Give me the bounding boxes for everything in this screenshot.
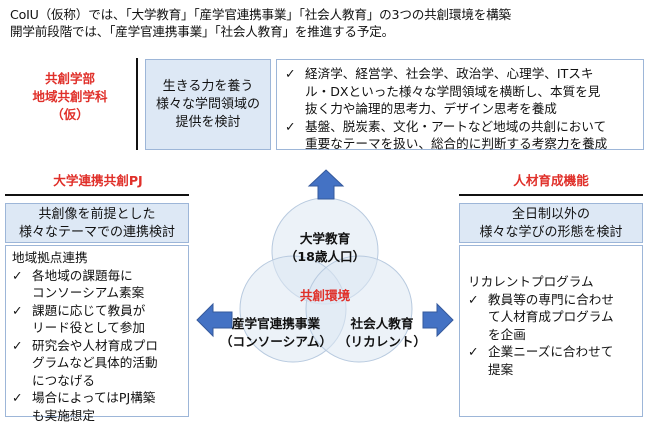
label-line: （コンソーシアム）: [219, 334, 333, 349]
item-line: ル・DXといった様々な学問領域を横断し、本質を見: [305, 83, 601, 99]
divider-horizontal: [459, 194, 643, 196]
item-line: も実施想定: [32, 407, 95, 423]
item-line: て人材育成プログラム: [488, 309, 614, 324]
univ-pj-body-box: 地域拠点連携 ✓ 各地域の課題毎にコンソーシアム素案 ✓ 課題に応じて教員がリー…: [5, 245, 189, 423]
hr-header-box: 全日制以外の 様々な学びの形態を検討: [459, 203, 643, 243]
univ-pj-header-box: 共創像を前提とした 様々なテーマでの連携検討: [5, 203, 189, 243]
faculty-label: 共創学部 地域共創学科 （仮）: [10, 70, 130, 124]
item-line: につなげる: [32, 372, 95, 388]
venn-label-center: 共創環境: [299, 288, 351, 303]
list-item: ✓ 課題に応じて教員がリード役として参加: [12, 302, 182, 337]
item-line: 抜く力や論理的思考力、デザイン思考を養成: [305, 101, 557, 116]
learning-line: 提供を検討: [175, 115, 241, 130]
learning-line: 様々な学問領域の: [155, 97, 260, 112]
item-line: 教員等の専門に合わせ: [488, 291, 614, 307]
item-line: コンソーシアム素案: [32, 285, 145, 300]
check-icon: ✓: [468, 344, 479, 359]
label-line: 大学教育: [299, 231, 351, 246]
check-icon: ✓: [285, 118, 296, 134]
list-item: ✓ 場合によってはPJ構築も実施想定: [12, 389, 182, 424]
item-line: 基盤、脱炭素、文化・アートなど地域の共創において: [305, 118, 607, 134]
list-item: ✓ 教員等の専門に合わせて人材育成プログラムを企画: [468, 291, 636, 344]
item-line: 企業ニーズに合わせて: [488, 344, 614, 359]
list-item: ✓ 基盤、脱炭素、文化・アートなど地域の共創において 重要なテーマを扱い、総合的…: [285, 118, 635, 153]
check-icon: ✓: [12, 302, 23, 318]
intro-line-1: CoIU（仮称）では、「大学教育」「産学官連携事業」「社会人教育」の3つの共創環…: [10, 7, 511, 22]
item-line: グラムなど具体的活動: [32, 355, 158, 370]
hr-title: 人材育成機能: [513, 173, 589, 188]
faculty-name: 共創学部: [44, 71, 95, 86]
item-line: を企画: [488, 326, 526, 342]
list-item: ✓ 企業ニーズに合わせて提案: [468, 343, 636, 378]
venn-label-industry: 産学官連携事業 （コンソーシアム）: [212, 315, 340, 351]
subheading: 地域拠点連携: [12, 250, 88, 265]
univ-pj-title: 大学連携共創PJ: [53, 173, 143, 188]
header-line: 共創像を前提とした: [38, 207, 156, 222]
check-icon: ✓: [468, 291, 479, 307]
label-line: 産学官連携事業: [231, 316, 321, 331]
check-icon: ✓: [12, 267, 23, 283]
list-item: ✓ 研究会や人材育成プログラムなど具体的活動につなげる: [12, 337, 182, 390]
item-line: 経済学、経営学、社会学、政治学、心理学、ITスキ: [305, 66, 594, 81]
check-icon: ✓: [12, 337, 23, 353]
check-icon: ✓: [285, 66, 296, 81]
intro-text: CoIU（仮称）では、「大学教育」「産学官連携事業」「社会人教育」の3つの共創環…: [10, 6, 511, 40]
header-line: 様々なテーマでの連携検討: [18, 225, 175, 240]
list-item: ✓ 各地域の課題毎にコンソーシアム素案: [12, 267, 182, 302]
department-name: 地域共創学科: [32, 89, 108, 104]
provisional-note: （仮）: [51, 107, 89, 122]
venn-label-adult: 社会人教育 （リカレント）: [332, 315, 432, 351]
learning-box: 生きる力を養う 様々な学問領域の 提供を検討: [145, 59, 271, 150]
item-line: 課題に応じて教員が: [32, 302, 146, 318]
intro-line-2: 開学前段階では、「産学官連携事業」「社会人教育」を推進する予定。: [10, 24, 395, 39]
hr-body-box: リカレントプログラム ✓ 教員等の専門に合わせて人材育成プログラムを企画 ✓ 企…: [459, 245, 643, 417]
header-line: 全日制以外の: [511, 207, 590, 222]
divider-horizontal: [5, 194, 189, 196]
fields-box: ✓ 経済学、経営学、社会学、政治学、心理学、ITスキ ル・DXといった様々な学問…: [276, 59, 644, 153]
item-line: 重要なテーマを扱い、総合的に判断する考察力を養成: [305, 136, 608, 151]
item-line: 研究会や人材育成プロ: [32, 337, 158, 353]
item-line: 提案: [488, 361, 514, 377]
subheading: リカレントプログラム: [468, 274, 594, 289]
item-line: 各地域の課題毎に: [32, 267, 133, 283]
check-icon: ✓: [12, 390, 23, 405]
label-line: 社会人教育: [350, 316, 414, 331]
header-line: 様々な学びの形態を検討: [479, 225, 623, 240]
arrow-up-icon: [307, 169, 345, 200]
venn-label-university: 大学教育 （18歳人口）: [265, 230, 385, 266]
item-line: リード役として参加: [32, 320, 145, 335]
item-line: 場合によってはPJ構築: [32, 390, 156, 405]
learning-line: 生きる力を養う: [162, 79, 254, 94]
list-item: ✓ 経済学、経営学、社会学、政治学、心理学、ITスキ ル・DXといった様々な学問…: [285, 65, 635, 118]
label-line: （リカレント）: [337, 334, 427, 349]
label-line: （18歳人口）: [284, 249, 366, 264]
divider-vertical: [136, 58, 138, 150]
